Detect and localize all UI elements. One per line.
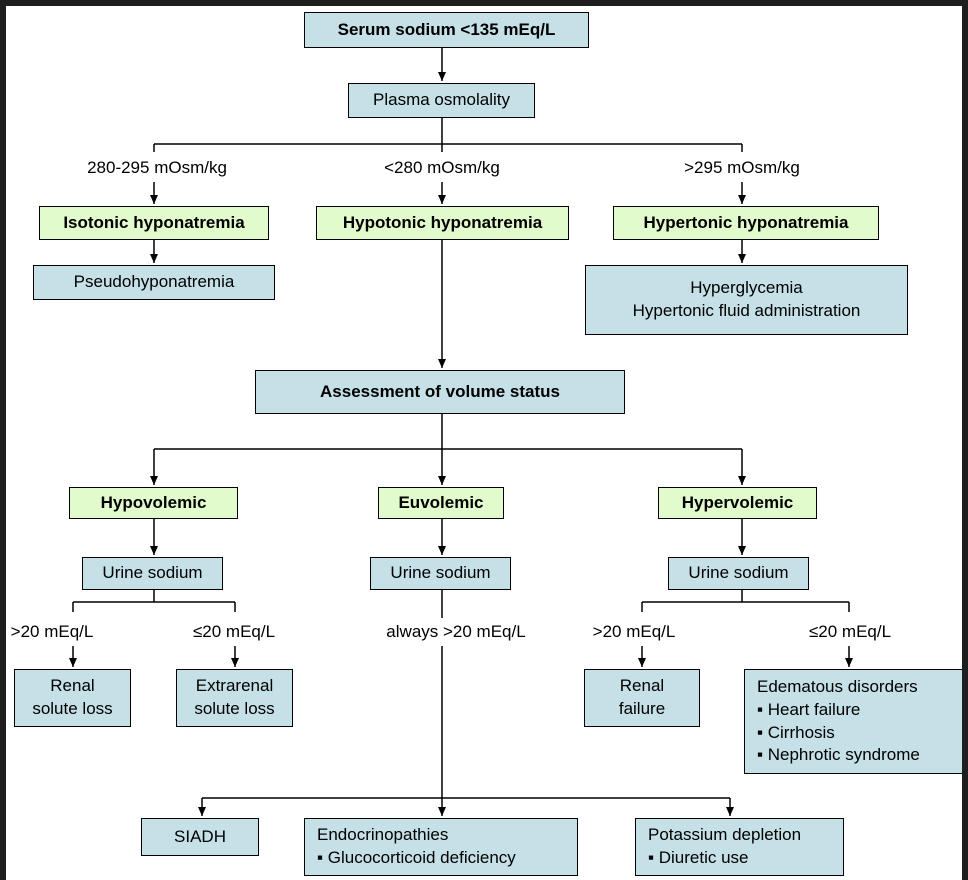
- potassium-title: Potassium depletion: [648, 825, 802, 845]
- urine-sodium-hypo-box: Urine sodium: [82, 557, 223, 590]
- flowchart-canvas: Serum sodium <135 mEq/L Plasma osmolalit…: [6, 6, 962, 880]
- potassium-depletion-box: Potassium depletion ▪ Diuretic use: [635, 818, 844, 876]
- hypo-high-label: >20 mEq/L: [10, 622, 94, 641]
- connector-lines: [69, 48, 853, 816]
- hypertonic-hyponatremia-box: Hypertonic hyponatremia: [613, 206, 879, 240]
- extrarenal-line2: solute loss: [194, 699, 275, 718]
- pseudohyponatremia-box: Pseudohyponatremia: [33, 265, 275, 300]
- renal-solute-line1: Renal: [50, 676, 95, 696]
- hypervolemic-box: Hypervolemic: [658, 487, 817, 519]
- endocrinopathies-title: Endocrinopathies: [317, 825, 449, 845]
- isotonic-range-label: 280-295 mOsm/kg: [87, 158, 227, 177]
- serum-sodium-box: Serum sodium <135 mEq/L: [304, 12, 589, 48]
- hypotonic-hyponatremia-box: Hypotonic hyponatremia: [316, 206, 569, 240]
- euvolemic-box: Euvolemic: [378, 487, 504, 519]
- extrarenal-solute-loss-box: Extrarenal solute loss: [176, 669, 293, 727]
- heart-failure-item: ▪ Heart failure: [757, 699, 861, 719]
- hyperglycemia-text: Hyperglycemia: [690, 278, 803, 298]
- edematous-disorders-box: Edematous disorders ▪ Heart failure ▪ Ci…: [744, 669, 962, 774]
- hypertonic-causes-box: Hyperglycemia Hypertonic fluid administr…: [585, 265, 908, 335]
- hypertonic-fluid-text: Hypertonic fluid administration: [632, 301, 861, 320]
- renal-solute-loss-box: Renal solute loss: [14, 669, 131, 727]
- nephrotic-item: ▪ Nephrotic syndrome: [757, 745, 920, 765]
- isotonic-hyponatremia-box: Isotonic hyponatremia: [39, 206, 269, 240]
- renal-solute-line2: solute loss: [32, 699, 113, 718]
- renal-failure-line1: Renal: [619, 676, 665, 696]
- diuretic-item: ▪ Diuretic use: [648, 848, 749, 867]
- hyper-low-label: ≤20 mEq/L: [808, 622, 892, 641]
- siadh-box: SIADH: [141, 818, 259, 856]
- hypertonic-range-label: >295 mOsm/kg: [684, 158, 800, 177]
- urine-sodium-hyper-box: Urine sodium: [668, 557, 809, 590]
- extrarenal-line1: Extrarenal: [195, 676, 274, 696]
- hypotonic-range-label: <280 mOsm/kg: [384, 158, 500, 177]
- urine-sodium-eu-box: Urine sodium: [370, 557, 511, 590]
- volume-assessment-box: Assessment of volume status: [255, 370, 625, 414]
- plasma-osmolality-box: Plasma osmolality: [348, 83, 535, 118]
- glucocorticoid-item: ▪ Glucocorticoid deficiency: [317, 848, 516, 867]
- endocrinopathies-box: Endocrinopathies ▪ Glucocorticoid defici…: [304, 818, 578, 876]
- renal-failure-line2: failure: [618, 699, 666, 718]
- hypovolemic-box: Hypovolemic: [69, 487, 238, 519]
- hypo-low-label: ≤20 mEq/L: [192, 622, 276, 641]
- edematous-title: Edematous disorders: [757, 676, 918, 696]
- cirrhosis-item: ▪ Cirrhosis: [757, 722, 835, 742]
- hyper-high-label: >20 mEq/L: [592, 622, 676, 641]
- eu-always-label: always >20 mEq/L: [386, 622, 526, 641]
- renal-failure-box: Renal failure: [584, 669, 700, 727]
